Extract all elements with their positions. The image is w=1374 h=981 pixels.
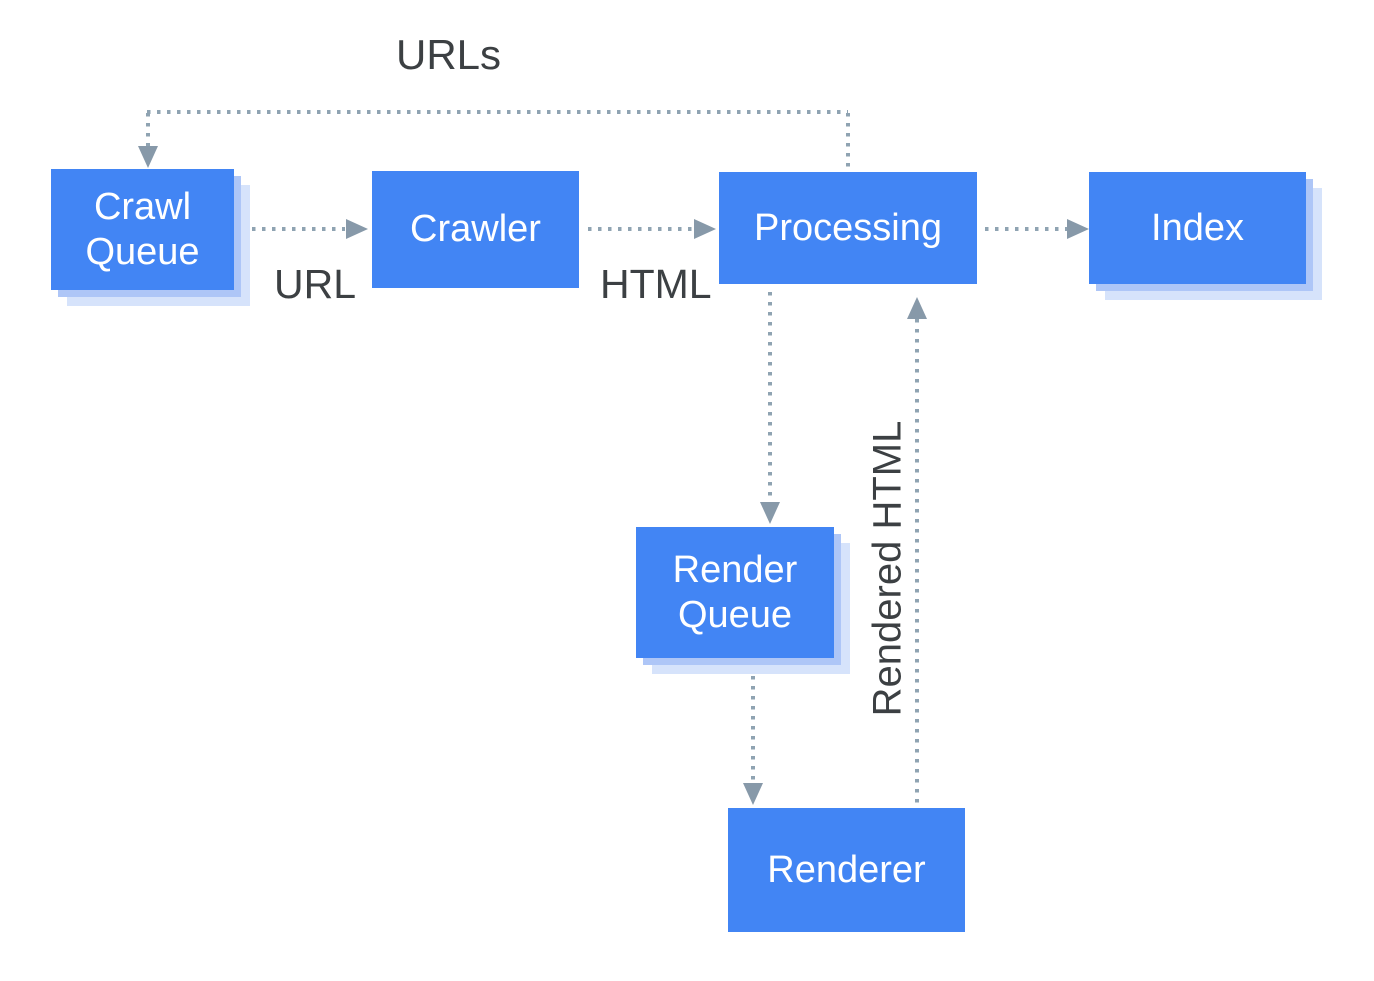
node-processing: Processing [719, 172, 977, 284]
node-crawler-label: Crawler [410, 208, 541, 251]
connector-segment [768, 292, 772, 503]
node-render-queue: Render Queue [636, 527, 834, 658]
connector-segment [588, 227, 692, 231]
connector-segment [252, 227, 345, 231]
edge-label-url: URL [274, 261, 357, 307]
node-render-queue-label: Render Queue [672, 548, 798, 636]
edge-label-rendered-html: Rendered HTML [865, 420, 910, 717]
edge-label-html: HTML [600, 261, 712, 307]
arrowhead-right-icon [346, 219, 368, 239]
node-renderer-label: Renderer [767, 848, 926, 891]
connector-segment [146, 113, 150, 146]
node-crawl-queue: Crawl Queue [51, 169, 234, 290]
arrowhead-down-icon [743, 783, 763, 805]
edge-label-urls: URLs [396, 31, 502, 78]
arrowhead-down-icon [138, 146, 158, 168]
connector-segment [147, 110, 848, 114]
node-index-label: Index [1151, 206, 1244, 249]
node-processing-label: Processing [754, 206, 942, 249]
arrowhead-right-icon [694, 219, 716, 239]
node-crawl-queue-label: Crawl Queue [85, 185, 200, 273]
connector-segment [985, 227, 1067, 231]
node-index: Index [1089, 172, 1306, 284]
connector-segment [915, 319, 919, 808]
node-renderer: Renderer [728, 808, 965, 932]
arrowhead-up-icon [907, 297, 927, 319]
node-crawler: Crawler [372, 171, 579, 288]
arrowhead-right-icon [1067, 219, 1089, 239]
connector-segment [846, 113, 850, 171]
connector-segment [751, 676, 755, 784]
arrowhead-down-icon [760, 502, 780, 524]
